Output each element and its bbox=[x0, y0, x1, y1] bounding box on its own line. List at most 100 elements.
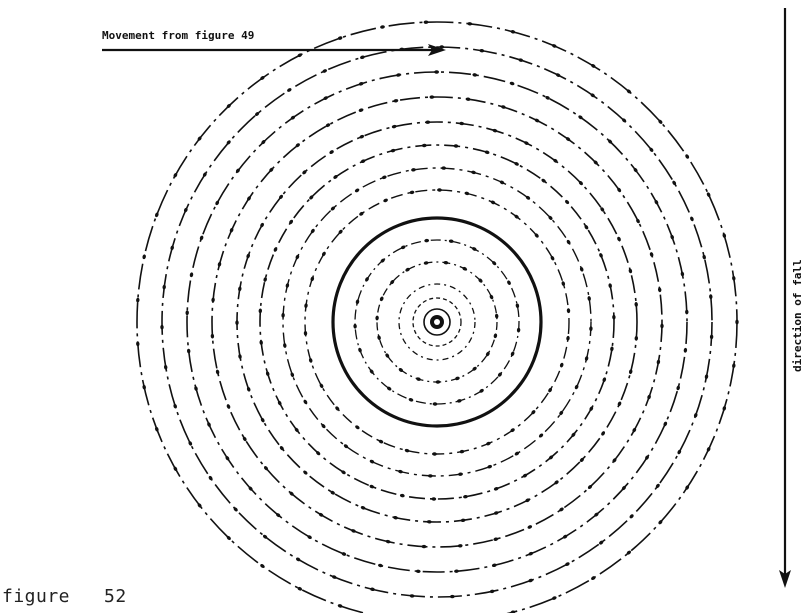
ring-6-dot bbox=[484, 150, 490, 155]
ring-2-dot bbox=[709, 334, 714, 340]
ring-9-solid bbox=[331, 216, 543, 428]
ring-1-dot bbox=[226, 103, 231, 109]
ring-3-dot bbox=[621, 485, 626, 491]
ring-7-dot bbox=[499, 180, 505, 185]
ring-8-dot bbox=[308, 358, 313, 363]
ring-7-dot bbox=[587, 296, 591, 301]
ring-10-dot bbox=[353, 323, 357, 329]
ring-2-dot bbox=[439, 45, 445, 49]
ring-7-dot bbox=[411, 168, 416, 172]
ring-6-dot bbox=[514, 162, 519, 166]
ring-1-dot bbox=[226, 535, 231, 541]
ring-1-dot bbox=[551, 44, 557, 48]
ring-3-dot bbox=[670, 234, 674, 240]
ring-2-dot bbox=[331, 575, 337, 579]
ring-1-dot bbox=[722, 233, 727, 238]
ring-2-dot bbox=[188, 441, 193, 446]
ring-8-dot bbox=[548, 387, 553, 393]
ring-10-dot bbox=[472, 247, 477, 251]
ring-7-dot bbox=[354, 188, 360, 193]
ring-3-dot bbox=[491, 563, 497, 568]
ring-11-dot bbox=[489, 294, 494, 300]
ring-3-dot bbox=[358, 82, 364, 86]
ring-7-dot bbox=[290, 372, 295, 378]
ring-5-dot bbox=[303, 470, 308, 475]
ring-5-dot bbox=[525, 498, 530, 503]
ring-1-dot bbox=[732, 363, 736, 369]
ring-2-dot bbox=[528, 578, 534, 583]
ring-2-dot bbox=[704, 374, 709, 380]
ring-3-dot bbox=[199, 235, 204, 241]
ring-6-dot bbox=[259, 340, 263, 345]
ring-7-dot bbox=[559, 410, 564, 416]
ring-8-dot bbox=[561, 281, 566, 286]
ring-4-dot bbox=[587, 484, 593, 490]
ring-2-dot bbox=[599, 540, 604, 545]
ring-6-dot bbox=[602, 377, 607, 383]
ring-5-dot bbox=[426, 520, 432, 524]
ring-6-dot bbox=[453, 144, 459, 148]
ring-5-dot bbox=[492, 128, 498, 133]
ring-7-dot bbox=[584, 356, 589, 361]
ring-4-dot bbox=[289, 491, 294, 496]
ring-1-dot bbox=[591, 63, 596, 68]
ring-2-dot bbox=[370, 587, 375, 592]
ring-8-dot bbox=[531, 410, 536, 415]
ring-1-dot bbox=[551, 596, 557, 600]
ring-7-dot bbox=[285, 283, 290, 288]
ring-12 bbox=[398, 283, 476, 361]
ring-7-dot bbox=[538, 433, 544, 438]
ring-2-dot bbox=[565, 562, 570, 566]
ring-6-dot bbox=[589, 406, 594, 411]
ring-2-dot bbox=[322, 69, 327, 73]
ring-10-dot bbox=[387, 386, 392, 391]
ring-4-dot bbox=[617, 187, 622, 193]
ring-8-dot bbox=[490, 200, 496, 205]
ring-3-dot bbox=[680, 271, 685, 277]
ring-10-dot bbox=[432, 402, 438, 406]
ring-1-dot bbox=[136, 297, 140, 303]
ring-1-dot bbox=[173, 172, 178, 178]
ring-3-dot bbox=[261, 140, 266, 145]
ring-3-dot bbox=[454, 569, 459, 573]
ring-2-dot bbox=[479, 48, 485, 53]
ring-5-dot bbox=[425, 120, 431, 124]
ring-1-dot bbox=[685, 154, 690, 159]
ring-7-dot bbox=[441, 166, 447, 170]
ring-3-dot bbox=[185, 310, 189, 316]
ring-3-dot bbox=[594, 512, 599, 517]
ring-4-dot bbox=[351, 529, 356, 533]
ring-8-dot bbox=[321, 251, 326, 257]
ring-4-dot bbox=[559, 507, 564, 512]
ring-8-dot bbox=[510, 428, 515, 433]
ring-6-dot bbox=[360, 159, 366, 164]
ring-5-dot bbox=[634, 335, 639, 341]
ring-8-dot bbox=[534, 233, 539, 238]
ring-8-dot bbox=[550, 255, 555, 261]
ring-5-dot bbox=[260, 417, 265, 423]
ring-1-dot bbox=[337, 604, 343, 608]
ring-11-dot bbox=[443, 260, 449, 265]
ring-7-dot bbox=[310, 228, 315, 234]
ring-2-dot bbox=[173, 403, 177, 409]
ring-2-dot bbox=[160, 324, 164, 330]
ring-11-dot bbox=[405, 267, 410, 272]
ring-10-dot bbox=[358, 347, 362, 353]
ring-6-dot bbox=[608, 283, 612, 289]
ring-1-dot bbox=[706, 192, 711, 197]
ring-6-dot bbox=[522, 473, 528, 478]
ring-10-dot bbox=[497, 372, 502, 377]
ring-1-dot bbox=[142, 384, 146, 390]
caption-word: figure bbox=[2, 586, 71, 607]
ring-5-dot bbox=[553, 158, 558, 163]
ring-8-dot bbox=[459, 449, 465, 454]
ring-1-dot bbox=[197, 136, 202, 141]
ring-1-dot bbox=[732, 275, 736, 281]
ring-5-dot bbox=[235, 320, 239, 326]
ring-1-dot bbox=[706, 447, 711, 452]
ring-4-dot bbox=[649, 252, 654, 257]
ring-1-dot bbox=[297, 53, 303, 58]
ring-2-dot bbox=[233, 507, 238, 512]
fall-arrowhead bbox=[779, 570, 791, 588]
ring-8-dot bbox=[303, 330, 308, 336]
